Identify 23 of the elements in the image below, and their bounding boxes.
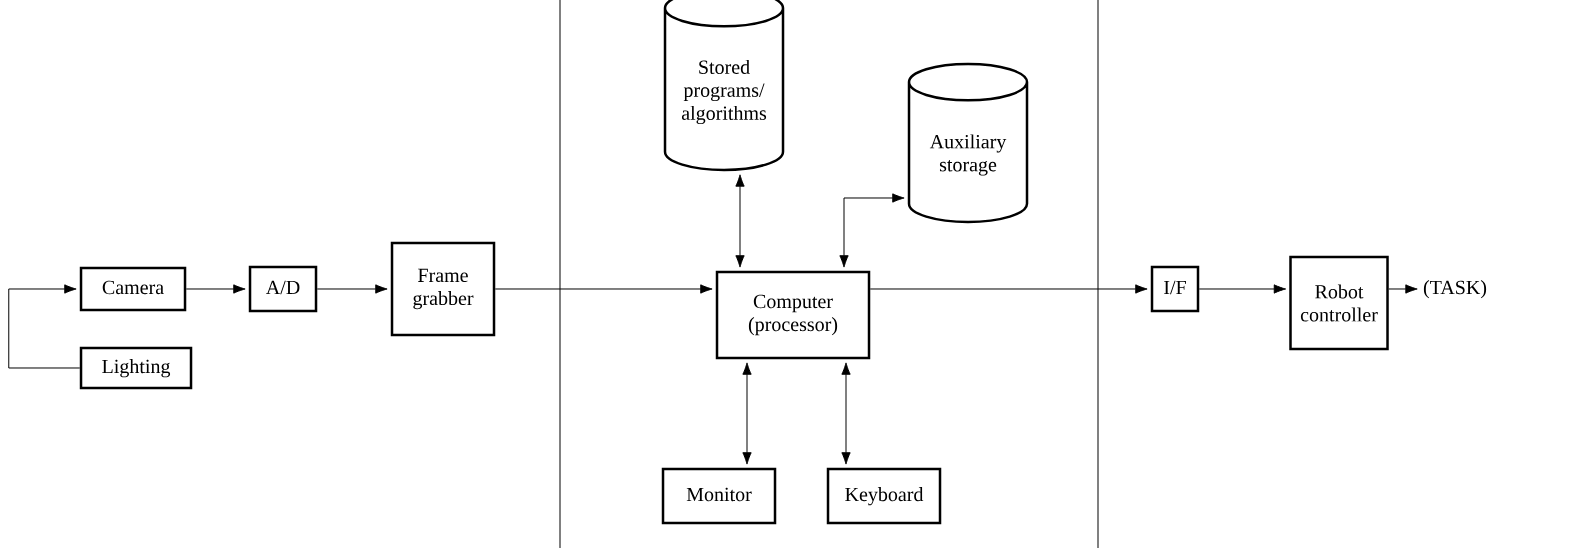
arrow xyxy=(869,284,1148,294)
arrow xyxy=(494,284,713,294)
process-box: Robot controller xyxy=(1289,255,1389,351)
process-box: Lighting xyxy=(79,346,193,390)
output-label: (TASK) xyxy=(1423,280,1487,299)
process-box: I/F xyxy=(1150,265,1200,313)
arrow xyxy=(841,362,851,465)
arrow xyxy=(735,174,745,268)
storage-cylinder: Auxiliary storage xyxy=(907,62,1029,224)
process-box: A/D xyxy=(248,265,318,313)
arrow xyxy=(839,193,905,268)
process-box: Camera xyxy=(79,266,187,312)
arrow xyxy=(185,284,246,294)
arrow xyxy=(742,362,752,465)
process-box: Computer (processor) xyxy=(715,270,871,360)
arrow xyxy=(1388,284,1418,294)
process-box: Keyboard xyxy=(826,467,942,525)
storage-cylinder: Stored programs/ algorithms xyxy=(663,0,785,172)
arrow xyxy=(316,284,388,294)
arrow xyxy=(1198,284,1287,294)
arrow xyxy=(8,284,81,369)
process-box: Frame grabber xyxy=(390,241,496,337)
process-box: Monitor xyxy=(661,467,777,525)
